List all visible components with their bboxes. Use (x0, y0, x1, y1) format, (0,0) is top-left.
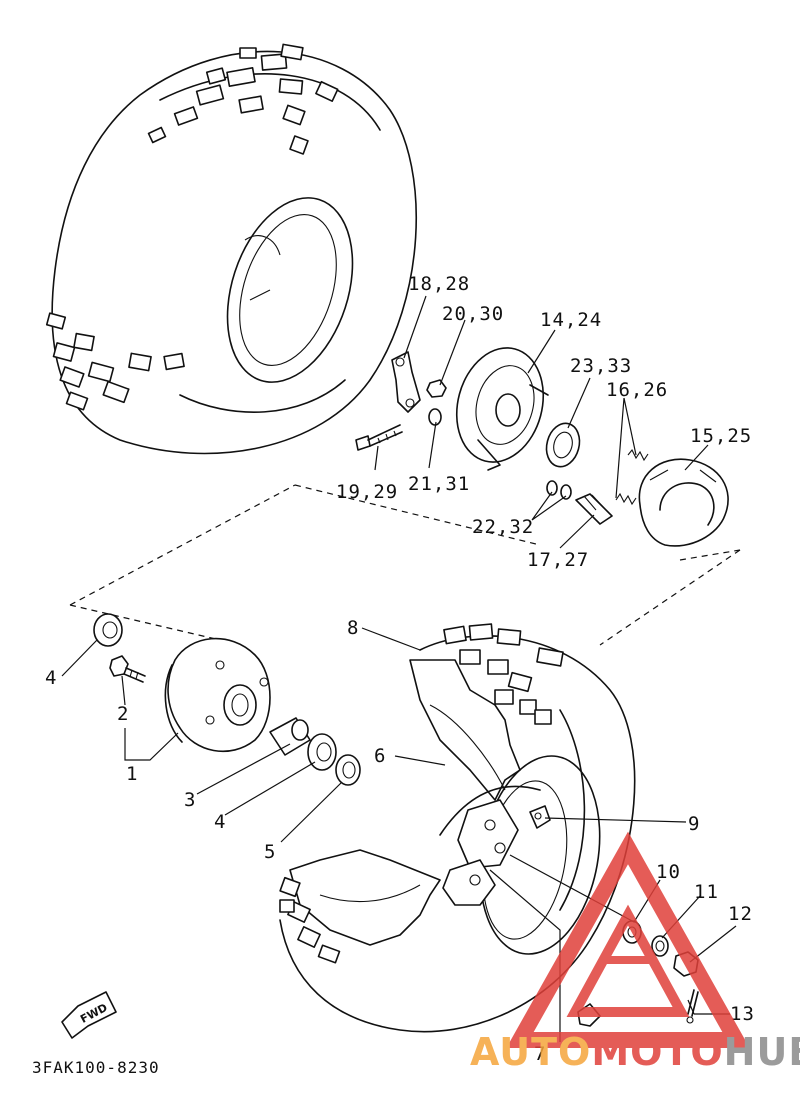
upper-tire (45, 43, 418, 455)
lever-nut (426, 379, 447, 398)
label-2: 2 (117, 703, 129, 725)
label-1: 1 (126, 763, 138, 785)
label-12: 12 (728, 903, 753, 925)
label-18-28: 18,28 (408, 273, 470, 295)
label-19-29: 19,29 (336, 481, 398, 503)
label-13: 13 (730, 1003, 755, 1025)
explode-guide-lines (69, 484, 741, 646)
callout-labels: 18,28 20,30 14,24 23,33 16,26 15,25 19,2… (45, 273, 755, 1065)
label-9: 9 (688, 813, 700, 835)
shoe-springs (615, 448, 649, 506)
label-21-31: 21,31 (408, 473, 470, 495)
brake-shoes (638, 458, 729, 547)
label-17-27: 17,27 (527, 549, 589, 571)
brake-camshaft (575, 493, 613, 525)
label-3: 3 (184, 789, 196, 811)
label-7: 7 (534, 1043, 546, 1065)
label-23-33: 23,33 (570, 355, 632, 377)
label-10: 10 (656, 861, 681, 883)
label-20-30: 20,30 (442, 303, 504, 325)
label-4-upper: 4 (45, 667, 57, 689)
cotter-pin (686, 989, 699, 1024)
washer-b (651, 935, 669, 957)
drawing-code: 3FAK100-8230 (32, 1058, 160, 1077)
wheel-hub (164, 637, 271, 753)
lower-tire (279, 635, 636, 1033)
label-6: 6 (374, 745, 386, 767)
oil-seal (545, 422, 581, 468)
label-16-26: 16,26 (606, 379, 668, 401)
label-4-lower: 4 (214, 811, 226, 833)
air-valve (529, 805, 551, 829)
bearing-left (93, 613, 123, 647)
lower-tire-tread (279, 623, 564, 964)
label-8: 8 (347, 617, 359, 639)
lever-bolt (355, 424, 403, 451)
o-rings (546, 480, 572, 500)
label-15-25: 15,25 (690, 425, 752, 447)
watermark-moto: MOTO (591, 1030, 723, 1074)
hub-oil-seal (335, 754, 361, 786)
automotohub-watermark: AUTOMOTOHUB (470, 831, 800, 1074)
lever-washer (428, 408, 442, 426)
svg-text:AUTOMOTOHUB: AUTOMOTOHUB (470, 1030, 800, 1074)
wheel-rim (439, 755, 601, 955)
brake-cam-lever (391, 351, 421, 413)
watermark-hub: HUB (724, 1030, 800, 1074)
spacer (269, 717, 311, 756)
label-11: 11 (694, 881, 719, 903)
fwd-direction-badge: FWD (61, 991, 117, 1039)
label-5: 5 (264, 841, 276, 863)
hub-bolt (109, 655, 146, 683)
label-22-32: 22,32 (472, 516, 534, 538)
watermark-triangle-logo (506, 831, 750, 1048)
bearing-right (307, 733, 337, 771)
watermark-auto: AUTO (470, 1030, 591, 1074)
upper-tire-tread (45, 43, 339, 411)
brake-shoe-plate (455, 347, 549, 471)
label-14-24: 14,24 (540, 309, 602, 331)
